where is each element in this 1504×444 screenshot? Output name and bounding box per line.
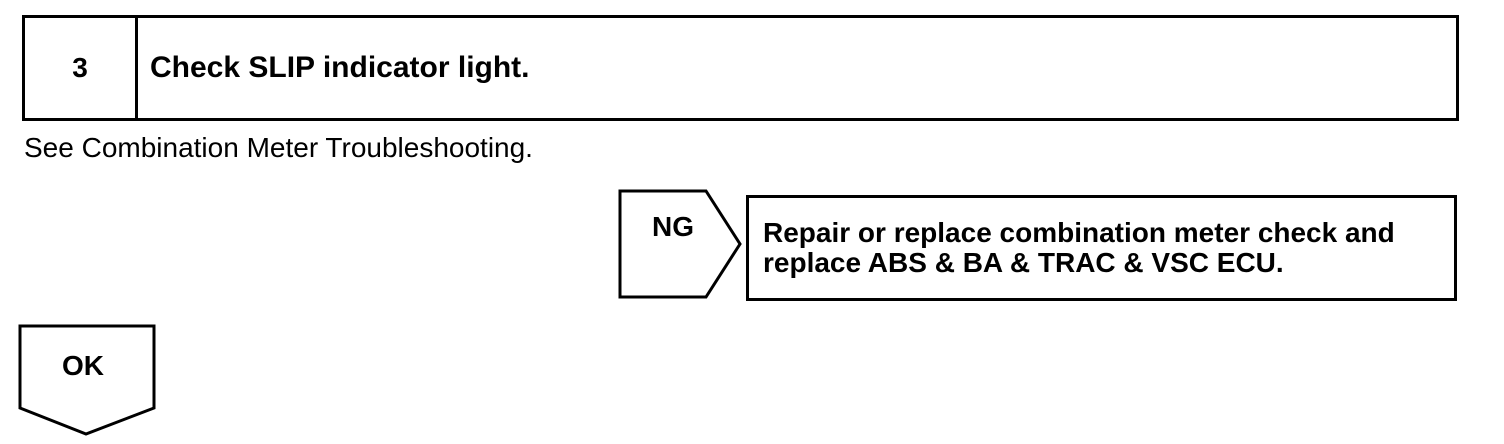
ok-arrow-shape — [18, 324, 156, 436]
reference-note: See Combination Meter Troubleshooting. — [24, 132, 533, 163]
ng-action-line-1: Repair or replace combination meter chec… — [763, 217, 1395, 248]
ng-arrow-shape — [618, 189, 742, 299]
step-title: Check SLIP indicator light. — [150, 51, 530, 84]
ng-action-box: Repair or replace combination meter chec… — [746, 195, 1457, 301]
ng-action-line-2: replace ABS & BA & TRAC & VSC ECU. — [763, 247, 1284, 278]
step-header: 3 Check SLIP indicator light. — [22, 15, 1459, 121]
step-number: 3 — [25, 18, 138, 118]
ok-label: OK — [62, 350, 104, 381]
ng-label: NG — [652, 211, 694, 242]
